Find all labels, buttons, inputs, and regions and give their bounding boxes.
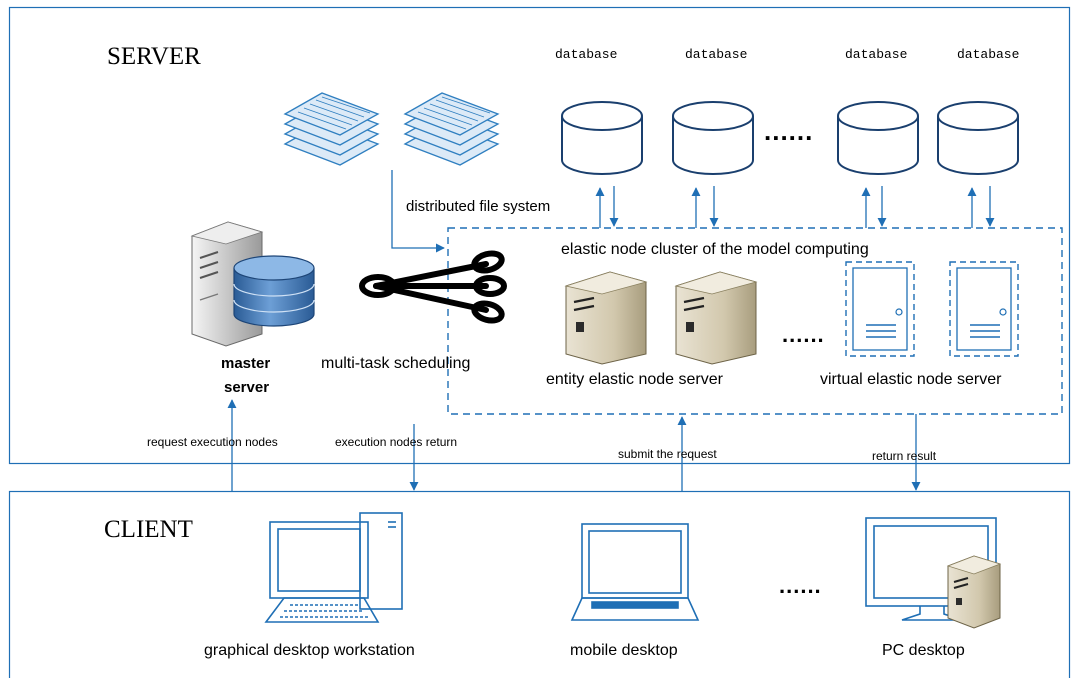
file-system-label: distributed file system	[406, 198, 551, 215]
scheduling-icon	[359, 250, 507, 324]
database-connector-arrows	[595, 186, 995, 228]
virtual-server-icon	[949, 261, 1019, 357]
return-result-label: return result	[872, 449, 937, 463]
request-nodes-label: request execution nodes	[147, 435, 278, 449]
entity-server-icon	[674, 271, 758, 365]
elastic-cluster-frame	[447, 227, 1063, 415]
pc-desktop-icon	[865, 517, 1002, 629]
workstation-icon	[264, 512, 403, 623]
database-label: database	[685, 47, 748, 62]
scheduling-label: multi-task scheduling	[321, 355, 471, 372]
database-icon	[672, 101, 754, 175]
master-server-label-line1: master	[221, 355, 271, 372]
client-frame	[8, 490, 1071, 678]
workstation-label: graphical desktop workstation	[204, 642, 415, 659]
submit-request-label: submit the request	[618, 447, 717, 461]
client-ellipsis: ......	[779, 573, 822, 598]
client-title: CLIENT	[104, 516, 193, 543]
file-system-arrow	[391, 170, 445, 253]
cluster-ellipsis: ......	[782, 322, 825, 347]
server-frame	[8, 6, 1071, 465]
database-label: database	[957, 47, 1020, 62]
database-icon	[837, 101, 919, 175]
database-ellipsis: ......	[764, 116, 814, 146]
cluster-title: elastic node cluster of the model comput…	[561, 241, 869, 258]
mobile-label: mobile desktop	[570, 642, 678, 659]
master-server-icon	[190, 221, 315, 347]
database-icon	[561, 101, 643, 175]
database-icons	[561, 101, 1019, 175]
database-label: database	[845, 47, 908, 62]
flow-arrows	[227, 399, 921, 492]
virtual-server-icon	[845, 261, 915, 357]
entity-server-label: entity elastic node server	[546, 371, 723, 388]
pc-label: PC desktop	[882, 642, 965, 659]
database-label: database	[555, 47, 618, 62]
nodes-return-label: execution nodes return	[335, 435, 458, 449]
server-title: SERVER	[107, 43, 201, 70]
laptop-icon	[570, 523, 700, 621]
entity-server-icon	[564, 271, 648, 365]
master-server-label-line2: server	[224, 379, 270, 396]
virtual-server-label: virtual elastic node server	[820, 371, 1002, 388]
file-system-icon	[283, 92, 500, 166]
database-icon	[937, 101, 1019, 175]
